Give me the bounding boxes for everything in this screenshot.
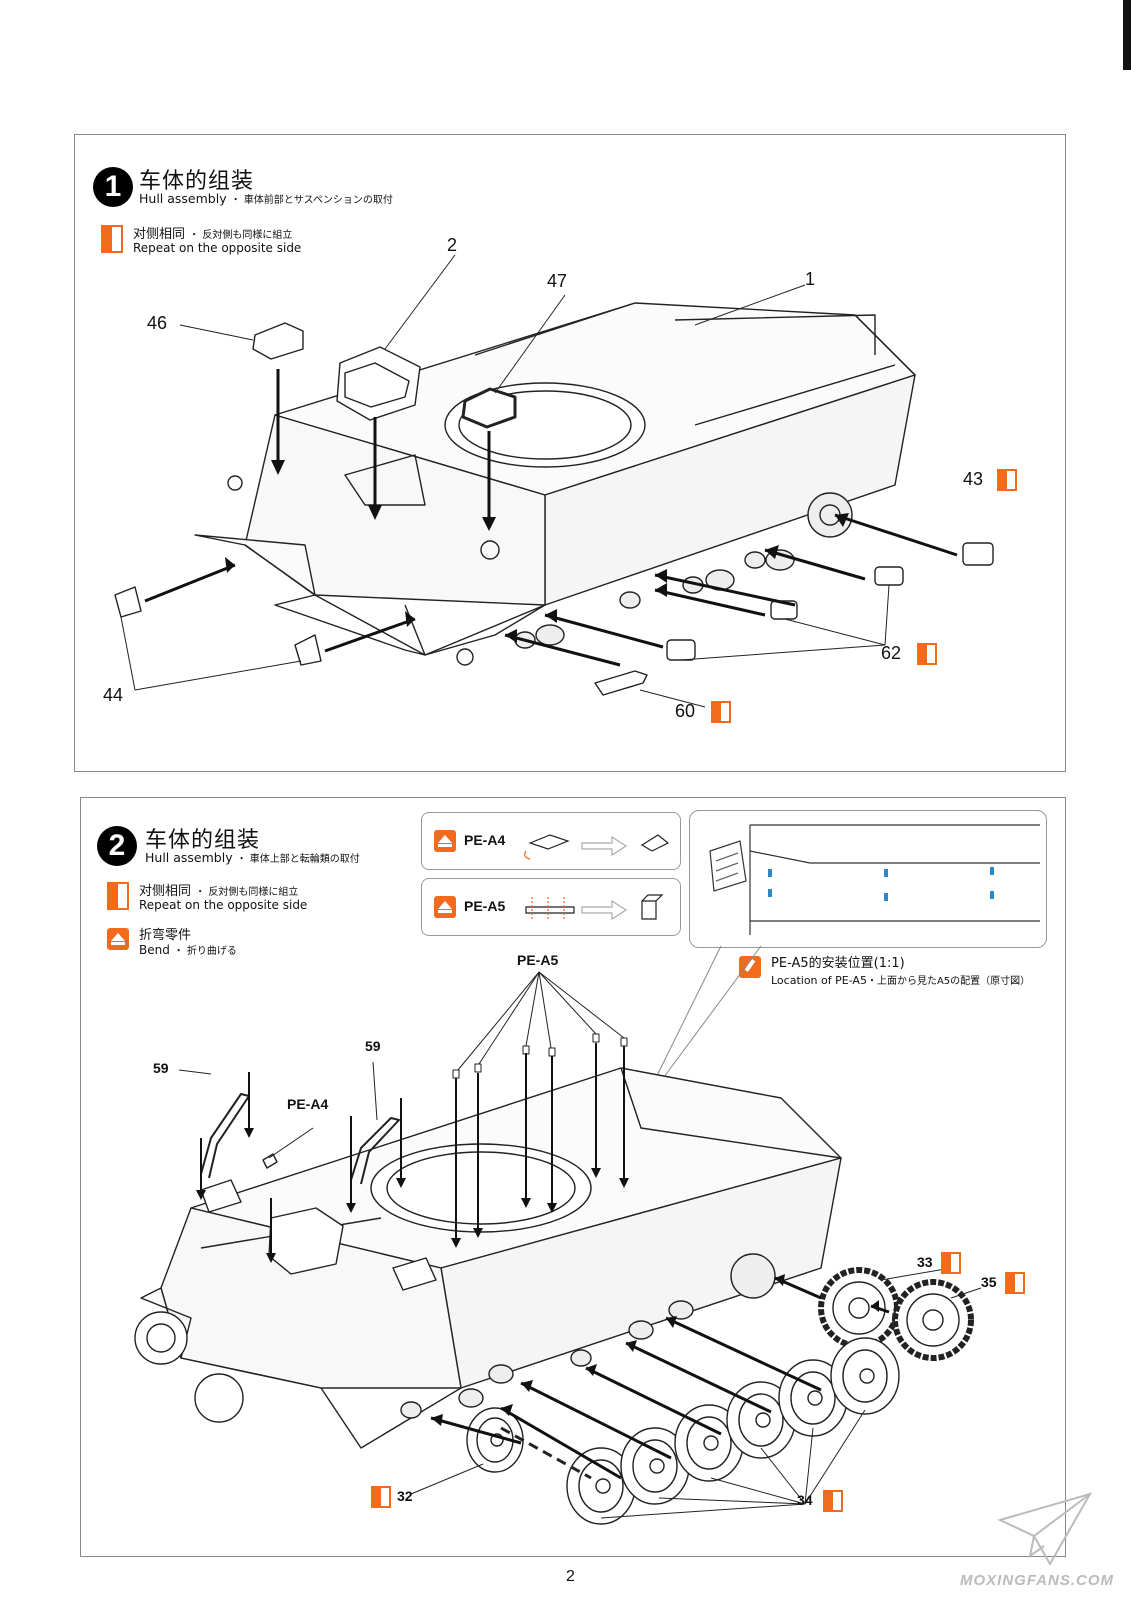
step1-note-jp: ・ 反対側も同様に組立 [189, 230, 293, 241]
location-note-en-text: Location of PE-A5 [771, 974, 867, 987]
pe-a4-bend-diagram [524, 834, 670, 860]
part-label-59-left: 59 [153, 1060, 169, 1076]
step1-title-jp: ・ 車体前部とサスペンションの取付 [230, 195, 393, 206]
part-label-60: 60 [675, 701, 696, 721]
step1-panel: 1 车体的组装 Hull assembly ・ 車体前部とサスペンションの取付 … [74, 134, 1066, 772]
part-label-44: 44 [103, 685, 124, 705]
step1-title-cn: 车体的组装 [139, 169, 255, 194]
step1-note-en: Repeat on the opposite side [133, 241, 302, 255]
step1-note-cn: 对侧相同 ・ 反対側も同様に組立 [133, 223, 292, 242]
pe-a4-bend-box: PE-A4 [421, 812, 681, 870]
pe-a5-location-inset [689, 810, 1047, 948]
part-label-62: 62 [881, 643, 902, 663]
part-label-2: 2 [447, 235, 458, 255]
step2-note-en: Repeat on the opposite side [139, 898, 308, 912]
bend-icon [434, 830, 456, 852]
step2-hull-drawing [134, 945, 982, 1525]
pe-a4-box-label: PE-A4 [464, 832, 506, 848]
repeat-opposite-icon [101, 225, 123, 253]
location-note-jp: ・上面から見たA5の配置（原寸図） [866, 976, 1031, 987]
scan-edge [1123, 0, 1131, 70]
watermark: MOXINGFANS.COM [960, 1572, 1115, 1589]
repeat-icon-33 [941, 1252, 961, 1274]
repeat-opposite-icon [107, 882, 129, 910]
step2-title-jp: ・ 車体上部と転輪類の取付 [236, 854, 360, 865]
repeat-icon-60 [711, 701, 731, 723]
part-label-1: 1 [805, 269, 816, 289]
repeat-icon-35 [1005, 1272, 1025, 1294]
step2-number-badge: 2 [97, 826, 137, 866]
step1-title-en-text: Hull assembly [139, 191, 227, 206]
repeat-icon-34 [823, 1490, 843, 1512]
part-label-59-right: 59 [365, 1038, 381, 1054]
part-label-47: 47 [547, 271, 568, 291]
repeat-icon-43 [997, 469, 1017, 491]
part-label-43: 43 [963, 469, 984, 489]
pe-a5-location-drawing [709, 824, 1040, 935]
bend-icon [107, 928, 129, 950]
step2-title-en-text: Hull assembly [145, 850, 233, 865]
page-number: 2 [566, 1568, 575, 1585]
bend-icon [434, 896, 456, 918]
repeat-icon-62 [917, 643, 937, 665]
step1-hull-drawing [114, 254, 994, 708]
bend-note-en-text: Bend [139, 943, 170, 957]
step2-title-cn: 车体的组装 [145, 828, 261, 853]
step1-number-badge: 1 [93, 167, 133, 207]
pe-a5-bend-box: PE-A5 [421, 878, 681, 936]
part-label-35: 35 [981, 1274, 997, 1290]
bend-note-jp: ・ 折り曲げる [173, 946, 237, 957]
part-label-32: 32 [397, 1488, 413, 1504]
bend-note-cn: 折弯零件 [139, 928, 192, 943]
part-label-34: 34 [797, 1492, 813, 1508]
part-label-33: 33 [917, 1254, 933, 1270]
step1-note-cn-text: 对侧相同 [133, 227, 186, 242]
pe-a5-bend-diagram [525, 894, 664, 921]
part-label-pe-a5: PE-A5 [517, 952, 559, 968]
step2-note-cn-text: 对侧相同 [139, 884, 192, 899]
step2-note-cn: 对侧相同 ・ 反対側も同様に組立 [139, 880, 298, 899]
repeat-icon-32 [371, 1486, 391, 1508]
paper-plane-logo [997, 1492, 1093, 1567]
step2-title-en: Hull assembly ・ 車体上部と転輪類の取付 [145, 850, 360, 865]
part-label-46: 46 [147, 313, 168, 333]
bend-note-en: Bend ・ 折り曲げる [139, 942, 237, 957]
location-icon [739, 956, 761, 978]
step2-note-jp: ・ 反対側も同様に組立 [195, 887, 299, 898]
location-note-cn: PE-A5的安装位置(1:1) [771, 956, 905, 971]
step1-title-en: Hull assembly ・ 車体前部とサスペンションの取付 [139, 191, 393, 206]
location-note-en: Location of PE-A5・上面から見たA5の配置（原寸図） [771, 972, 1030, 987]
step2-panel: 2 车体的组装 Hull assembly ・ 車体上部と転輪類の取付 对侧相同… [80, 797, 1066, 1557]
part-label-pe-a4: PE-A4 [287, 1096, 329, 1112]
pe-a5-box-label: PE-A5 [464, 898, 506, 914]
